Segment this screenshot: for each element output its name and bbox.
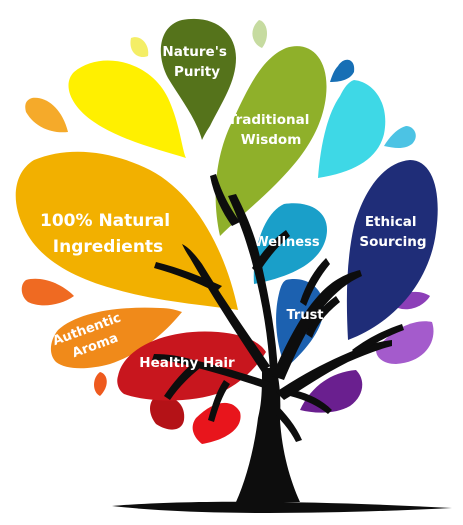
label-traditional-wisdom: Traditional Wisdom <box>228 112 314 148</box>
label-natures-purity-line1: Nature's <box>162 44 226 60</box>
petal-orange-small-bottom <box>21 278 74 306</box>
label-ethical-sourcing-line2: Sourcing <box>359 234 426 250</box>
label-natures-purity: Nature's Purity <box>162 44 231 80</box>
label-trust: Trust <box>286 308 323 323</box>
leaf-traditional-wisdom <box>215 46 327 236</box>
petal-yellow-large <box>68 60 186 159</box>
label-natural-ingredients: 100% Natural Ingredients <box>40 211 176 257</box>
label-wellness-line1: Wellness <box>254 235 319 250</box>
label-natural-ingredients-line1: 100% Natural <box>40 211 170 231</box>
leaf-natures-purity <box>160 18 236 141</box>
petal-purple-medium <box>376 321 434 364</box>
label-traditional-wisdom-line1: Traditional <box>228 112 310 128</box>
label-wellness: Wellness <box>254 235 319 250</box>
label-ethical-sourcing: Ethical Sourcing <box>359 214 426 250</box>
petal-red-bottom-right <box>192 402 241 444</box>
leaf-wellness <box>253 203 327 284</box>
petal-orange-small-left <box>25 97 68 133</box>
leaf-authentic-aroma <box>50 307 183 369</box>
petal-orange-tiny <box>94 372 107 396</box>
label-trust-line1: Trust <box>286 308 323 323</box>
petal-cyan-large <box>318 80 386 178</box>
label-traditional-wisdom-line2: Wisdom <box>241 132 302 148</box>
petal-blue-small-right <box>330 59 355 82</box>
petal-green-small-top <box>252 20 268 48</box>
label-healthy-hair-line1: Healthy Hair <box>139 355 235 371</box>
label-natural-ingredients-line2: Ingredients <box>53 237 163 257</box>
label-natures-purity-line2: Purity <box>174 64 220 80</box>
tree-trunk <box>112 174 452 513</box>
petal-red-bottom-left <box>150 395 185 430</box>
petal-yellow-small-top <box>130 37 149 58</box>
leaf-ethical-sourcing <box>346 160 438 340</box>
petal-cyan-small <box>384 126 416 148</box>
label-ethical-sourcing-line1: Ethical <box>365 214 417 230</box>
label-healthy-hair: Healthy Hair <box>139 355 235 371</box>
